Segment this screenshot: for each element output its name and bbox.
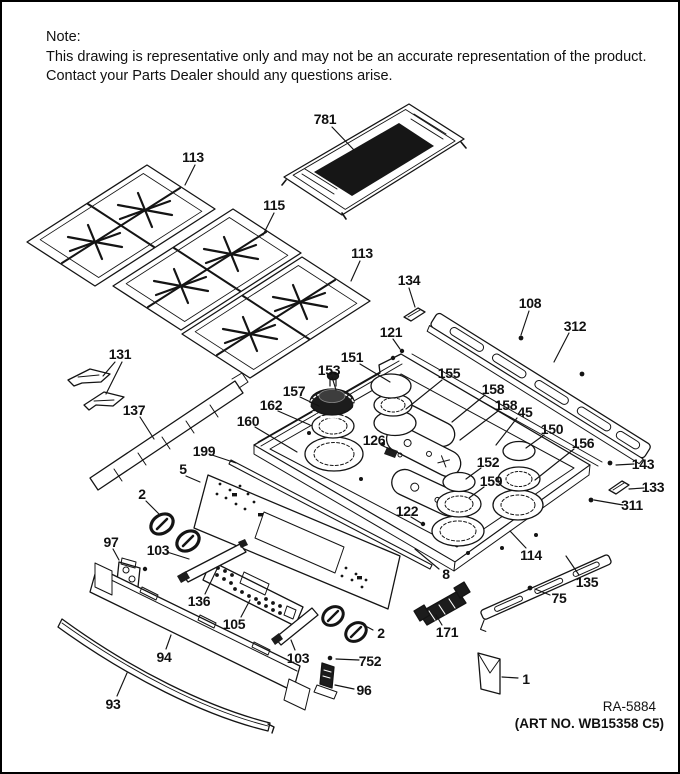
part-burner-top [370,373,417,437]
callout-114: 114 [520,547,542,563]
callout-151: 151 [340,349,364,365]
callout-8: 8 [442,566,450,582]
screws [142,335,613,661]
callout-199: 199 [192,443,216,459]
callout-136: 136 [187,593,211,609]
leader-lines [102,126,645,697]
callout-131: 131 [108,346,132,362]
part-burner-right [492,440,544,521]
part-bracket-96 [313,662,338,700]
part-clip-133 [608,480,630,495]
callout-2a: 2 [138,486,146,502]
part-trim-strip-199 [228,459,433,570]
part-ribbon-cable-171 [413,581,471,626]
note-block: Note: This drawing is representative onl… [46,28,646,86]
callout-135: 135 [575,574,599,590]
part-manifold-rail-137 [89,372,249,491]
part-knobs-right [321,605,368,643]
callout-159: 159 [479,473,503,489]
part-trim-103-lower [271,607,319,646]
part-griddle [281,103,467,220]
drawing-reference: RA-5884 [602,699,656,714]
callout-96: 96 [356,682,372,698]
callout-133: 133 [641,479,665,495]
callout-5: 5 [179,461,187,477]
callout-126: 126 [362,432,386,448]
callout-156: 156 [571,435,595,451]
callout-94: 94 [156,649,172,665]
callout-1: 1 [522,671,530,687]
art-number: (ART NO. WB15358 C5) [514,716,664,731]
callout-134: 134 [397,272,421,288]
part-burner-left-stack [304,371,364,472]
callout-121: 121 [379,324,403,340]
callout-311: 311 [621,497,643,513]
callout-105: 105 [222,616,246,632]
callout-152: 152 [476,454,500,470]
part-trim-rail-135 [479,554,612,632]
part-igniter-126 [384,447,403,458]
note-line2: Contact your Parts Dealer should any que… [46,68,393,84]
callout-160: 160 [236,413,260,429]
callout-143: 143 [631,456,655,472]
part-curved-trim-93 [57,618,275,734]
callout-75: 75 [551,590,567,606]
part-trim-103-upper [177,539,248,583]
part-control-panel [193,474,401,610]
part-side-rail-312 [426,312,651,465]
callout-93: 93 [105,696,121,712]
callout-157: 157 [282,383,306,399]
callout-171: 171 [435,624,459,640]
callout-113b: 113 [351,245,373,261]
callout-781: 781 [313,111,337,127]
callout-158b: 158 [494,397,518,413]
callout-312: 312 [563,318,587,334]
part-literature-packet [477,652,501,695]
callout-137: 137 [122,402,146,418]
callout-45: 45 [517,404,533,420]
callout-113: 113 [182,149,204,165]
callout-155: 155 [437,365,461,381]
callout-97: 97 [103,534,119,550]
callout-752: 752 [358,653,382,669]
part-brackets-131 [67,368,125,411]
part-clip-134 [403,307,426,322]
part-keypad [202,560,304,627]
part-burner-bottom [431,471,485,547]
part-knobs-left [149,512,201,553]
callout-162: 162 [259,397,283,413]
callout-103a: 103 [146,542,170,558]
callout-122: 122 [395,503,419,519]
note-line1: This drawing is representative only and … [46,49,647,65]
callout-150: 150 [540,421,564,437]
callout-158a: 158 [481,381,505,397]
callout-2b: 2 [377,625,385,641]
part-manifold-panel-94 [89,562,311,711]
callout-115: 115 [263,197,285,213]
note-heading: Note: [46,29,81,45]
callout-153: 153 [317,362,341,378]
callout-103b: 103 [286,650,310,666]
callout-108: 108 [518,295,542,311]
